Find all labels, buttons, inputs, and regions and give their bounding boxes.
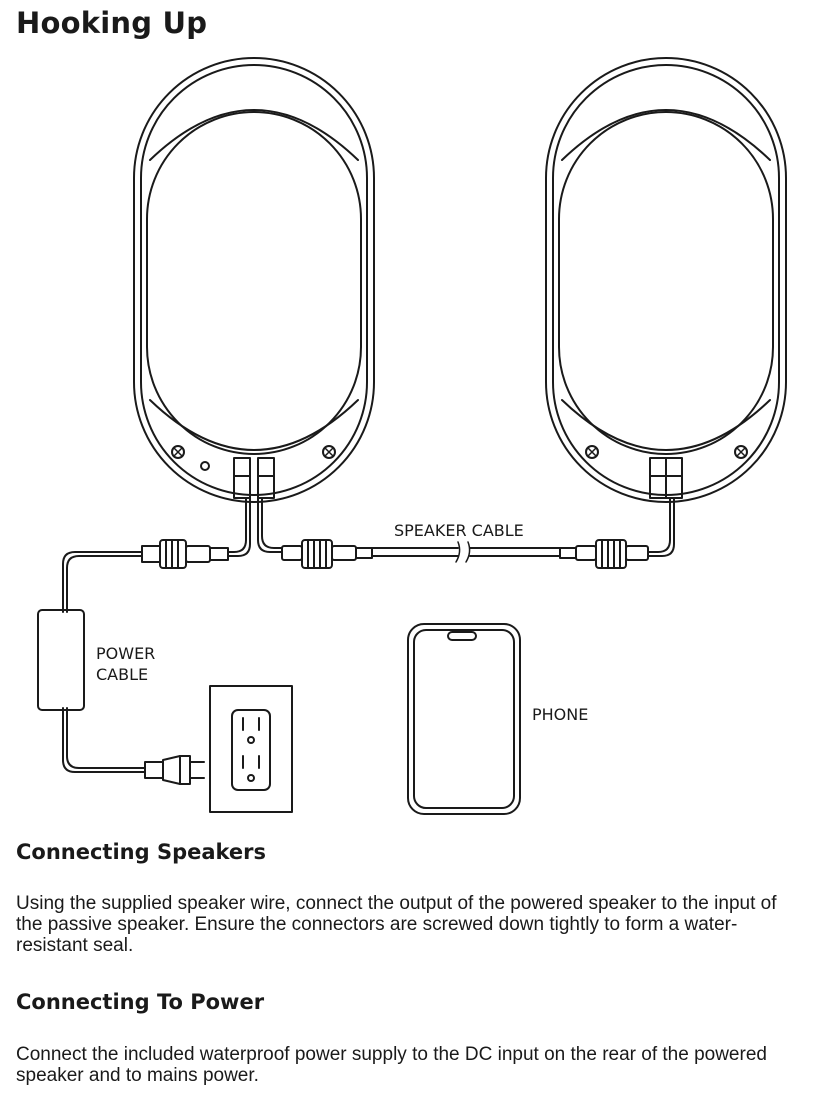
mains-plug (144, 755, 205, 785)
page-title: Hooking Up (16, 6, 208, 40)
phone-label: PHONE (532, 705, 588, 724)
phone (407, 623, 521, 815)
power-cable-label-line1: POWER (96, 644, 155, 663)
speaker-connector-right (559, 539, 649, 569)
section-body-connecting-speakers: Using the supplied speaker wire, connect… (16, 893, 777, 956)
wall-outlet (209, 685, 293, 813)
section-heading-connecting-speakers: Connecting Speakers (16, 840, 267, 864)
speaker-cable (257, 497, 675, 563)
passive-speaker (545, 57, 787, 503)
power-cable (37, 497, 251, 773)
hookup-diagram: SPEAKER CABLE POWER CABLE PHONE (37, 57, 787, 815)
power-cable-label-line2: CABLE (96, 665, 148, 684)
powered-speaker (133, 57, 375, 503)
section-body-connecting-power: Connect the included waterproof power su… (16, 1044, 767, 1086)
power-connector (141, 539, 229, 569)
speaker-connector-left (281, 539, 373, 569)
speaker-cable-label: SPEAKER CABLE (394, 521, 524, 540)
section-heading-connecting-power: Connecting To Power (16, 990, 265, 1014)
